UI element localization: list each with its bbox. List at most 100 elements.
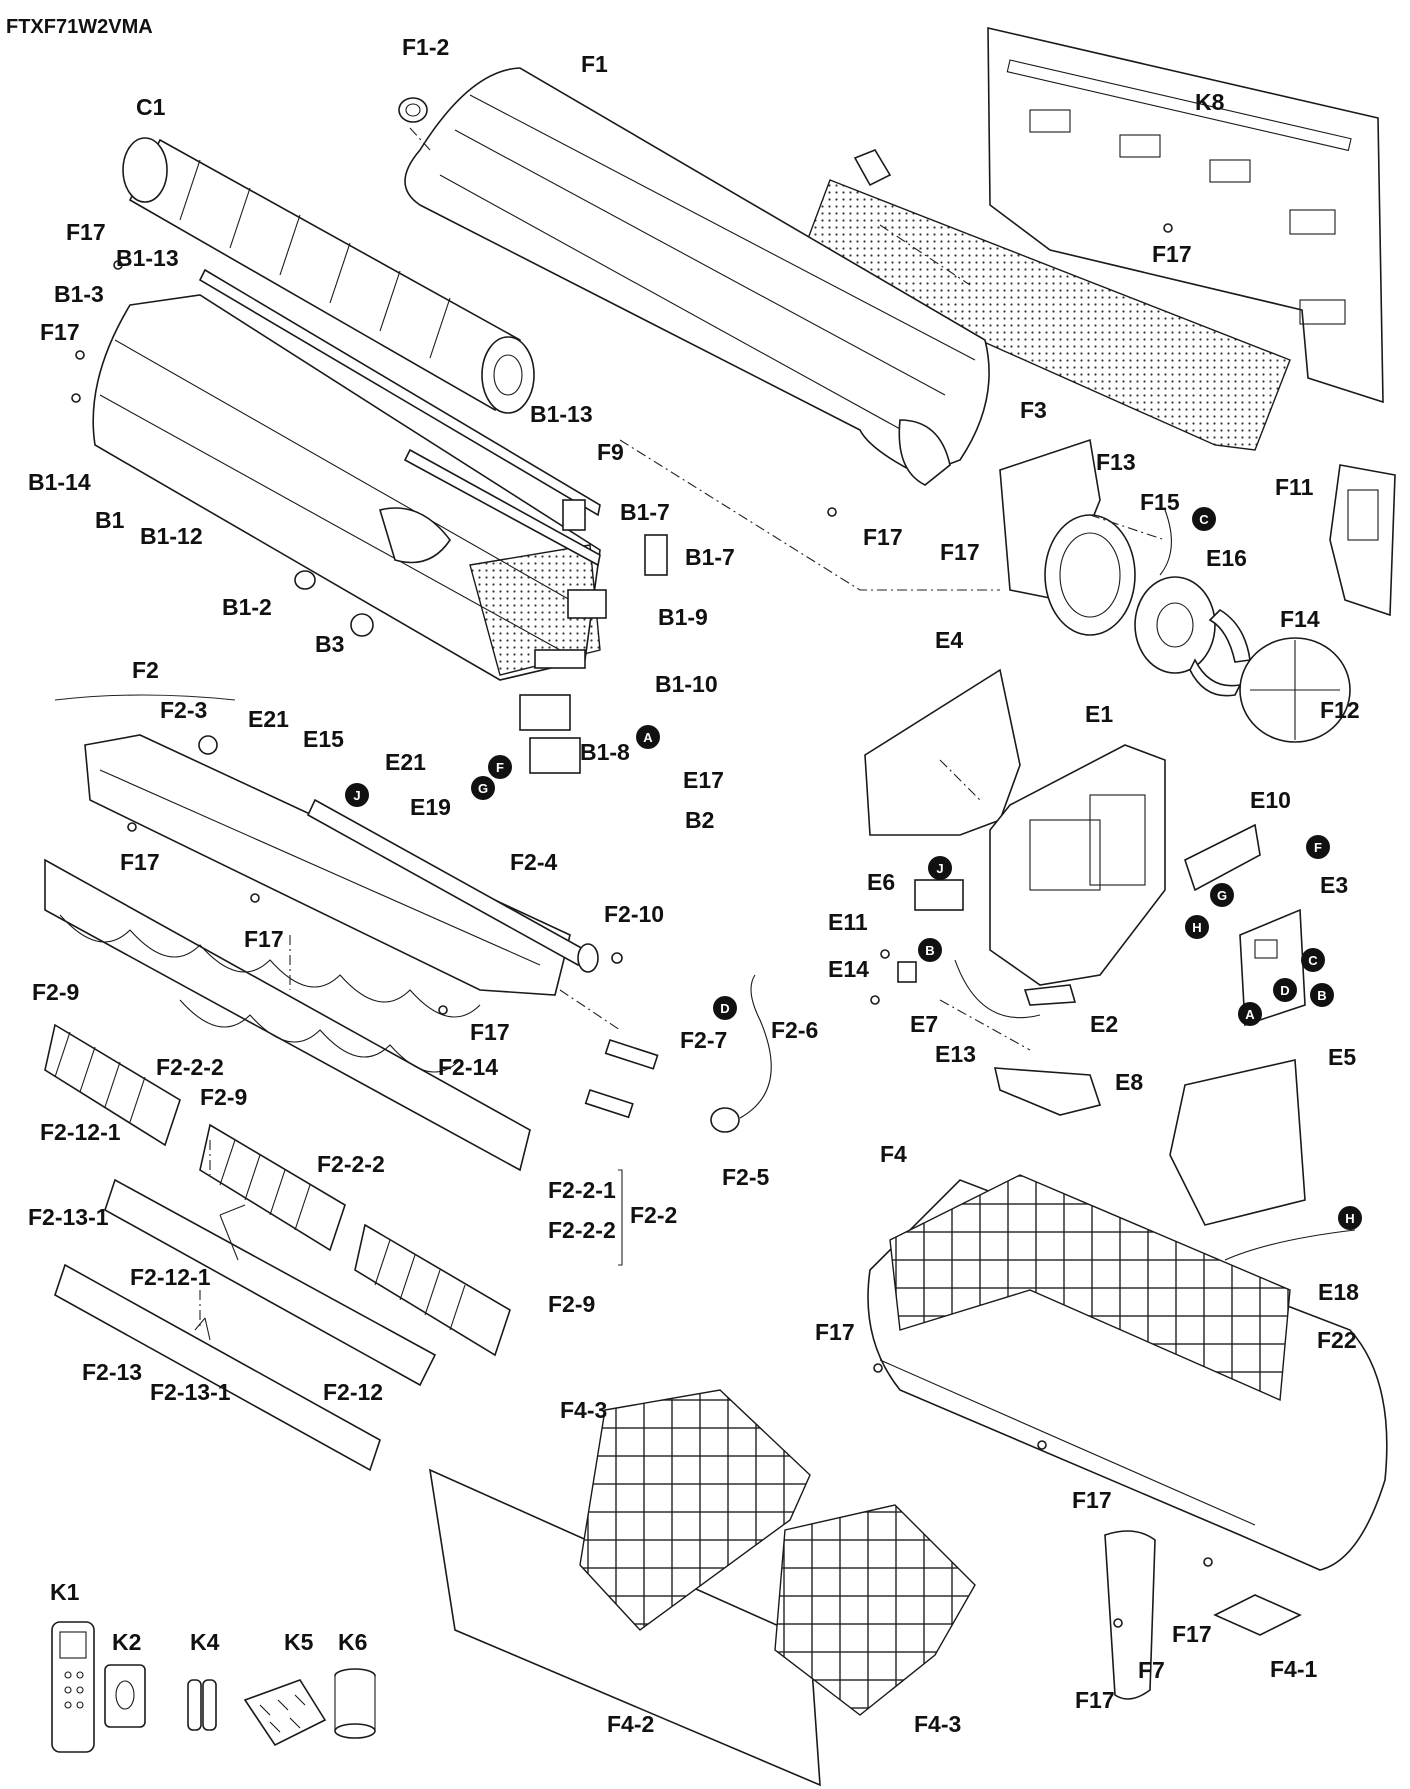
svg-text:A: A: [1245, 1007, 1255, 1022]
svg-text:B: B: [925, 943, 934, 958]
label-e21-b: E21: [385, 749, 426, 775]
drain-pan-f2-drawing: [84, 734, 571, 996]
motor-assembly-drawing: [999, 438, 1351, 743]
label-k1: K1: [50, 1579, 80, 1605]
label-e17: E17: [683, 767, 724, 793]
front-frame-f1-drawing: [404, 67, 990, 486]
label-f4: F4: [880, 1141, 907, 1167]
label-k6: K6: [338, 1629, 367, 1655]
part-labels: F1-2 F1 C1 K8 F17 B1-13 B1-3 F17 F17 B1-…: [28, 34, 1360, 1737]
sensor-e18-drawing: [1224, 1229, 1356, 1261]
air-filter-f4-3-a-drawing: [579, 1389, 811, 1631]
bearing-f2-3-drawing: [198, 735, 218, 755]
cover-e2-drawing: [1023, 984, 1077, 1006]
screws-k5-drawing: [243, 1679, 327, 1747]
bracket-f11-drawing: [1329, 464, 1396, 617]
label-f17-a: F17: [66, 219, 106, 245]
label-f1-2: F1-2: [402, 34, 449, 60]
louver-frame-f2-2-drawing: [44, 858, 531, 1172]
label-f17-e: F17: [120, 849, 160, 875]
label-f2: F2: [132, 657, 159, 683]
grill-f2-9-c-drawing: [354, 1223, 511, 1357]
label-f1: F1: [581, 51, 608, 77]
label-f2-9-a: F2-9: [32, 979, 79, 1005]
svg-text:H: H: [1345, 1211, 1354, 1226]
insulation-pads-drawing: [519, 499, 668, 774]
cover-e5-drawing: [1169, 1059, 1306, 1226]
label-f2-2-2-a: F2-2-2: [156, 1054, 224, 1080]
label-f2-13-1-b: F2-13-1: [150, 1379, 231, 1405]
svg-text:F: F: [496, 760, 504, 775]
svg-text:G: G: [478, 781, 488, 796]
label-f17-b: F17: [40, 319, 80, 345]
label-e19: E19: [410, 794, 451, 820]
marker-a-plug: A: [636, 725, 660, 749]
label-f2-6: F2-6: [771, 1017, 818, 1043]
control-box-e1-drawing: [989, 744, 1166, 986]
model-title: FTXF71W2VMA: [6, 16, 153, 38]
label-f11: F11: [1275, 474, 1314, 500]
marker-g-pcb: G: [1210, 883, 1234, 907]
label-c1: C1: [136, 94, 166, 120]
label-e8: E8: [1115, 1069, 1143, 1095]
label-f17-g: F17: [470, 1019, 510, 1045]
rail-b1-13-drawing: [198, 268, 601, 567]
marker-h-sensor: H: [1338, 1206, 1362, 1230]
label-f2-2-1: F2-2-1: [548, 1177, 616, 1203]
svg-text:J: J: [936, 861, 943, 876]
flap-f2-12-drawing: [104, 1178, 437, 1387]
label-e11: E11: [828, 909, 868, 935]
cover-e8-drawing: [993, 1067, 1102, 1116]
svg-text:D: D: [1280, 983, 1289, 998]
bushing-b1-2-drawing: [294, 570, 316, 590]
label-k8: K8: [1195, 89, 1225, 115]
label-f2-12: F2-12: [323, 1379, 383, 1405]
label-f2-14: F2-14: [438, 1054, 498, 1080]
marker-d-motor: D: [713, 996, 737, 1020]
label-e6: E6: [867, 869, 895, 895]
label-k2: K2: [112, 1629, 141, 1655]
label-f3: F3: [1020, 397, 1047, 423]
linkage-f2-7-drawing: [584, 1038, 659, 1119]
svg-text:F: F: [1314, 840, 1322, 855]
flap-f2-13-drawing: [54, 1263, 381, 1472]
marker-b-pcb: B: [1310, 983, 1334, 1007]
label-f17-f: F17: [244, 926, 284, 952]
label-e14: E14: [828, 956, 869, 982]
insulation-tape-k6-drawing: [334, 1668, 376, 1739]
label-f9: F9: [597, 439, 624, 465]
marker-g-wire: G: [471, 776, 495, 800]
label-k5: K5: [284, 1629, 314, 1655]
terminal-block-e6-drawing: [914, 879, 964, 911]
label-f12: F12: [1320, 697, 1360, 723]
pcb-e10-drawing: [1184, 823, 1261, 892]
label-f2-9-b: F2-9: [200, 1084, 247, 1110]
screw-f2-10-drawing: [611, 952, 623, 964]
remote-holder-k2-drawing: [104, 1664, 146, 1728]
remote-controller-k1-drawing: [51, 1621, 95, 1753]
cover-f4-1-drawing: [1213, 1594, 1302, 1636]
control-box-e4-drawing: [864, 668, 1021, 836]
label-b1-14: B1-14: [28, 469, 91, 495]
screw-f17-drawings: [71, 223, 1213, 1628]
label-f2-2-2-b: F2-2-2: [317, 1151, 385, 1177]
clamp-e7-drawing: [897, 961, 917, 983]
label-b1-12: B1-12: [140, 523, 203, 549]
label-f17-c: F17: [863, 524, 903, 550]
mounting-plate-k8-drawing: [987, 26, 1384, 404]
label-f2-2: F2-2: [630, 1202, 677, 1228]
grill-f2-9-b-drawing: [199, 1123, 346, 1252]
cable-e13-drawing: [954, 959, 1041, 1019]
label-f4-1: F4-1: [1270, 1656, 1318, 1682]
connection-markers: C A F G J F J G H B C D B A D H: [345, 507, 1362, 1230]
marker-h-pcb: H: [1185, 915, 1209, 939]
label-f2-10: F2-10: [604, 901, 664, 927]
label-e2: E2: [1090, 1011, 1118, 1037]
label-e5: E5: [1328, 1044, 1356, 1070]
label-f4-3-a: F4-3: [560, 1397, 607, 1423]
label-f2-12-1-b: F2-12-1: [130, 1264, 211, 1290]
label-f2-2-2-c: F2-2-2: [548, 1217, 616, 1243]
label-f17-d: F17: [940, 539, 980, 565]
cover-f7-drawing: [1104, 1530, 1156, 1700]
label-k4: K4: [190, 1629, 220, 1655]
